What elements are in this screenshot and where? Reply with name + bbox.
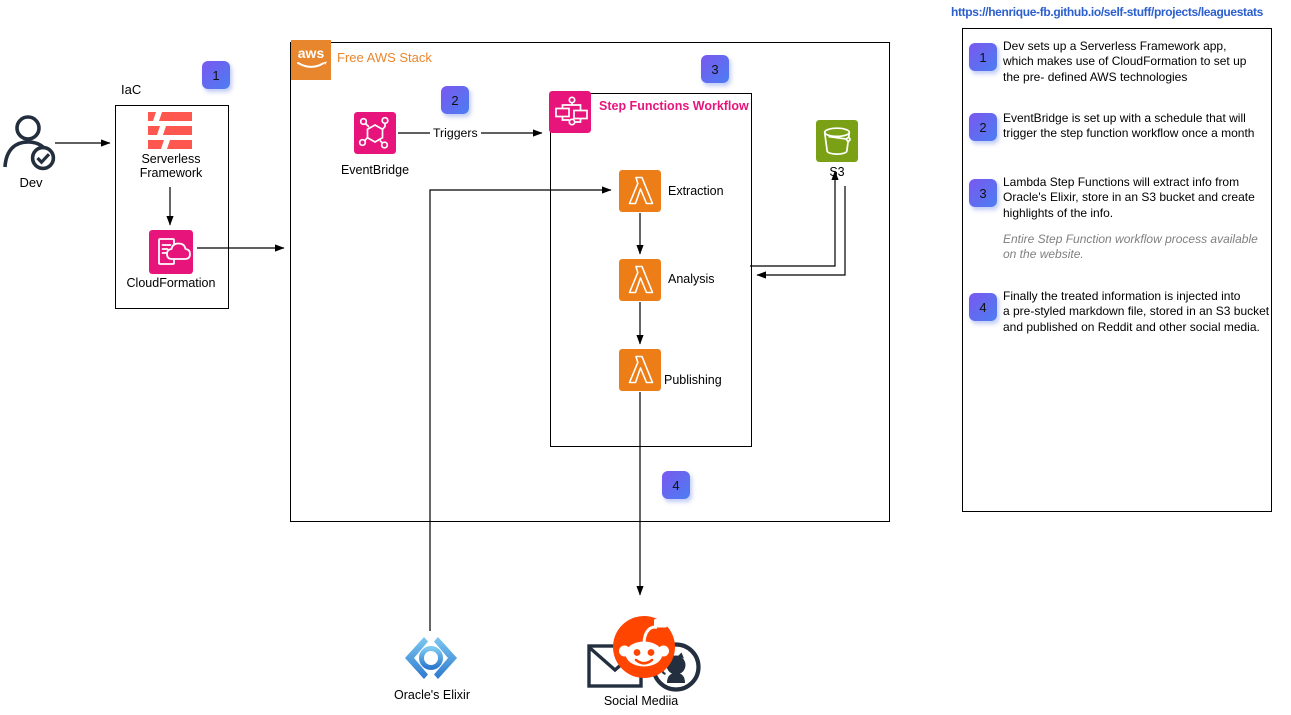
oracles-elixir-icon[interactable] [400, 630, 462, 686]
step-functions-title: Step Functions Workflow [599, 99, 749, 113]
aws-logo-text: aws [297, 45, 325, 61]
s3-label: S3 [829, 165, 845, 179]
notes-panel: 1 Dev sets up a Serverless Framework app… [962, 28, 1272, 512]
note-badge-2: 2 [969, 113, 997, 141]
aws-stack-title: Free AWS Stack [337, 50, 432, 65]
note-text-3: Lambda Step Functions will extract info … [1003, 175, 1255, 220]
serverless-framework-icon[interactable] [147, 111, 193, 151]
lambda-analysis-icon[interactable] [619, 259, 661, 301]
lambda-extraction-icon[interactable] [619, 170, 661, 212]
note-text-2: EventBridge is set up with a schedule th… [1003, 111, 1255, 141]
note-badge-3: 3 [969, 179, 997, 207]
triggers-arrow-label: Triggers [430, 125, 481, 141]
reddit-icon[interactable] [611, 614, 677, 680]
note-badge-4: 4 [969, 293, 997, 321]
lambda-analysis-label: Analysis [668, 272, 715, 286]
eventbridge-icon[interactable] [354, 112, 396, 154]
aws-logo: aws [291, 40, 331, 80]
lambda-extraction-label: Extraction [668, 184, 724, 198]
step-functions-icon[interactable] [549, 91, 591, 133]
note-text-1: Dev sets up a Serverless Framework app, … [1003, 39, 1247, 84]
serverless-framework-label: Serverless Framework [139, 152, 203, 181]
iac-label: IaC [121, 82, 142, 97]
iac-group-box [115, 105, 229, 309]
cloudformation-icon[interactable] [149, 230, 193, 274]
project-url-link[interactable]: https://henrique-fb.github.io/self-stuff… [951, 5, 1263, 19]
lambda-publishing-icon[interactable] [619, 349, 661, 391]
note-text-4: Finally the treated information is injec… [1003, 289, 1270, 334]
cloudformation-label: CloudFormation [126, 276, 216, 290]
badge-2: 2 [441, 86, 469, 114]
lambda-publishing-label: Publishing [664, 373, 722, 387]
badge-3: 3 [701, 55, 729, 83]
dev-user-icon[interactable] [3, 112, 59, 174]
badge-4: 4 [662, 471, 690, 499]
dev-label: Dev [19, 175, 43, 190]
s3-bucket-icon[interactable] [816, 120, 858, 162]
oracles-elixir-label: Oracle's Elixir [393, 688, 470, 702]
note-italic-3: Entire Step Function workflow process av… [1003, 232, 1258, 262]
social-media-label: Social Mediia [603, 694, 679, 708]
eventbridge-label: EventBridge [340, 163, 410, 177]
note-badge-1: 1 [969, 43, 997, 71]
badge-1: 1 [202, 61, 230, 89]
